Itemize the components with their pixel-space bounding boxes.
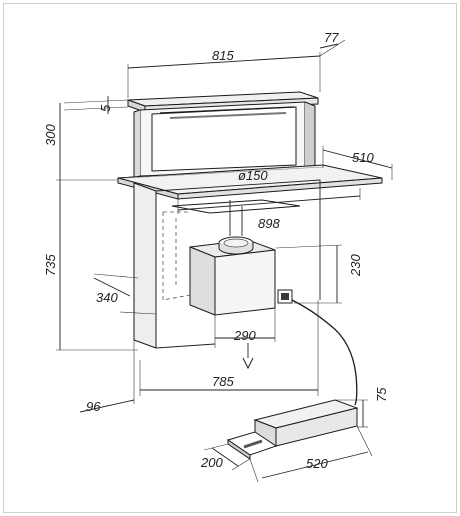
rising-panel <box>127 91 319 179</box>
image-border <box>3 3 457 513</box>
label-body-height: 735 <box>43 254 58 276</box>
label-glass-thickness: 5 <box>98 104 113 112</box>
hob-top <box>117 164 383 200</box>
dimension-lines <box>56 39 393 483</box>
dimension-labels: 815 77 5 300 510 ø150 898 735 230 340 29… <box>43 30 389 471</box>
label-side-offset: 340 <box>96 290 118 305</box>
label-remote-height: 75 <box>374 387 389 402</box>
main-body <box>133 179 321 349</box>
label-remote-depth: 200 <box>200 455 223 470</box>
label-motor-width: 290 <box>233 328 256 343</box>
label-cutout-width: 898 <box>258 216 280 231</box>
label-hob-depth: 510 <box>352 150 374 165</box>
label-depth-top: 77 <box>324 30 339 45</box>
socket-and-cable <box>277 289 358 406</box>
label-bottom-offset: 96 <box>86 399 101 414</box>
label-width-top: 815 <box>212 48 234 63</box>
label-remote-width: 520 <box>306 456 328 471</box>
label-duct-diameter: ø150 <box>238 168 268 183</box>
label-body-width: 785 <box>212 374 234 389</box>
label-motor-height: 230 <box>348 254 363 277</box>
remote-unit <box>226 399 359 460</box>
label-rise-height: 300 <box>43 124 58 146</box>
